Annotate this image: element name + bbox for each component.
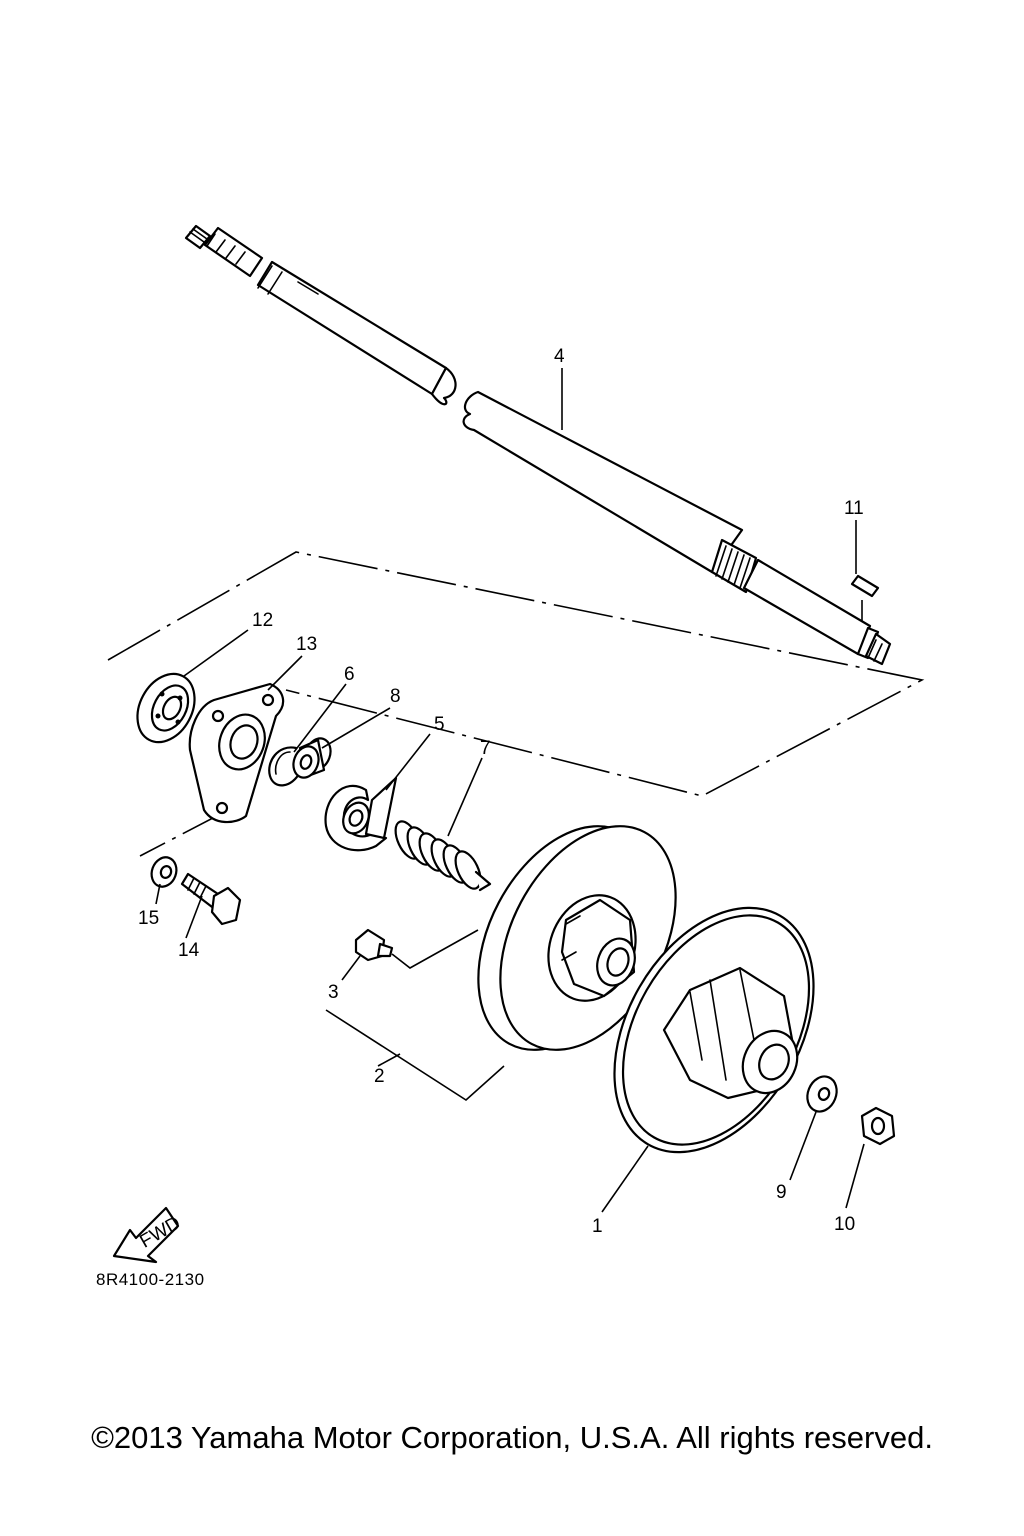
part-11-key[interactable]	[850, 574, 880, 598]
callout-labels: 1 2 3 4 5 6 7 8 9 10 11 12 13 14 15	[138, 346, 864, 1237]
callout-8[interactable]: 8	[390, 686, 401, 707]
callout-1[interactable]: 1	[592, 1216, 603, 1237]
callout-4[interactable]: 4	[554, 346, 565, 367]
callout-7[interactable]: 7	[480, 738, 491, 759]
part-4-shaft[interactable]	[184, 224, 892, 666]
leader-lines	[155, 368, 865, 1213]
part-15-washer[interactable]	[148, 854, 181, 890]
part-1-fixed-sheave[interactable]	[574, 873, 855, 1188]
part-13-plate[interactable]	[188, 682, 285, 824]
part-12-bearing[interactable]	[126, 664, 206, 752]
part-7-spring[interactable]	[390, 818, 492, 893]
callout-10[interactable]: 10	[834, 1214, 855, 1235]
part-8-collar[interactable]	[289, 735, 334, 781]
part-6-circlip[interactable]	[268, 746, 302, 787]
part-9-washer[interactable]	[802, 1072, 841, 1116]
callout-15[interactable]: 15	[138, 908, 159, 929]
callout-3[interactable]: 3	[328, 982, 339, 1003]
copyright-notice: ©2013 Yamaha Motor Corporation, U.S.A. A…	[91, 1420, 933, 1455]
part-2-sliding-sheave[interactable]	[443, 796, 712, 1079]
callout-9[interactable]: 9	[776, 1182, 787, 1203]
callout-2[interactable]: 2	[374, 1066, 385, 1087]
callout-12[interactable]: 12	[252, 610, 273, 631]
callout-13[interactable]: 13	[296, 634, 317, 655]
part-5-spring-seat[interactable]	[324, 776, 398, 852]
callout-14[interactable]: 14	[178, 940, 200, 961]
callout-5[interactable]: 5	[434, 714, 445, 735]
fwd-arrow-icon: FWD	[112, 1206, 184, 1264]
diagram-code: 8R4100-2130	[96, 1270, 205, 1289]
part-14-bolt[interactable]	[180, 872, 242, 926]
callout-11[interactable]: 11	[844, 498, 864, 519]
callout-6[interactable]: 6	[344, 664, 355, 685]
part-3-slider[interactable]	[354, 928, 394, 962]
part-10-nut[interactable]	[860, 1106, 896, 1146]
